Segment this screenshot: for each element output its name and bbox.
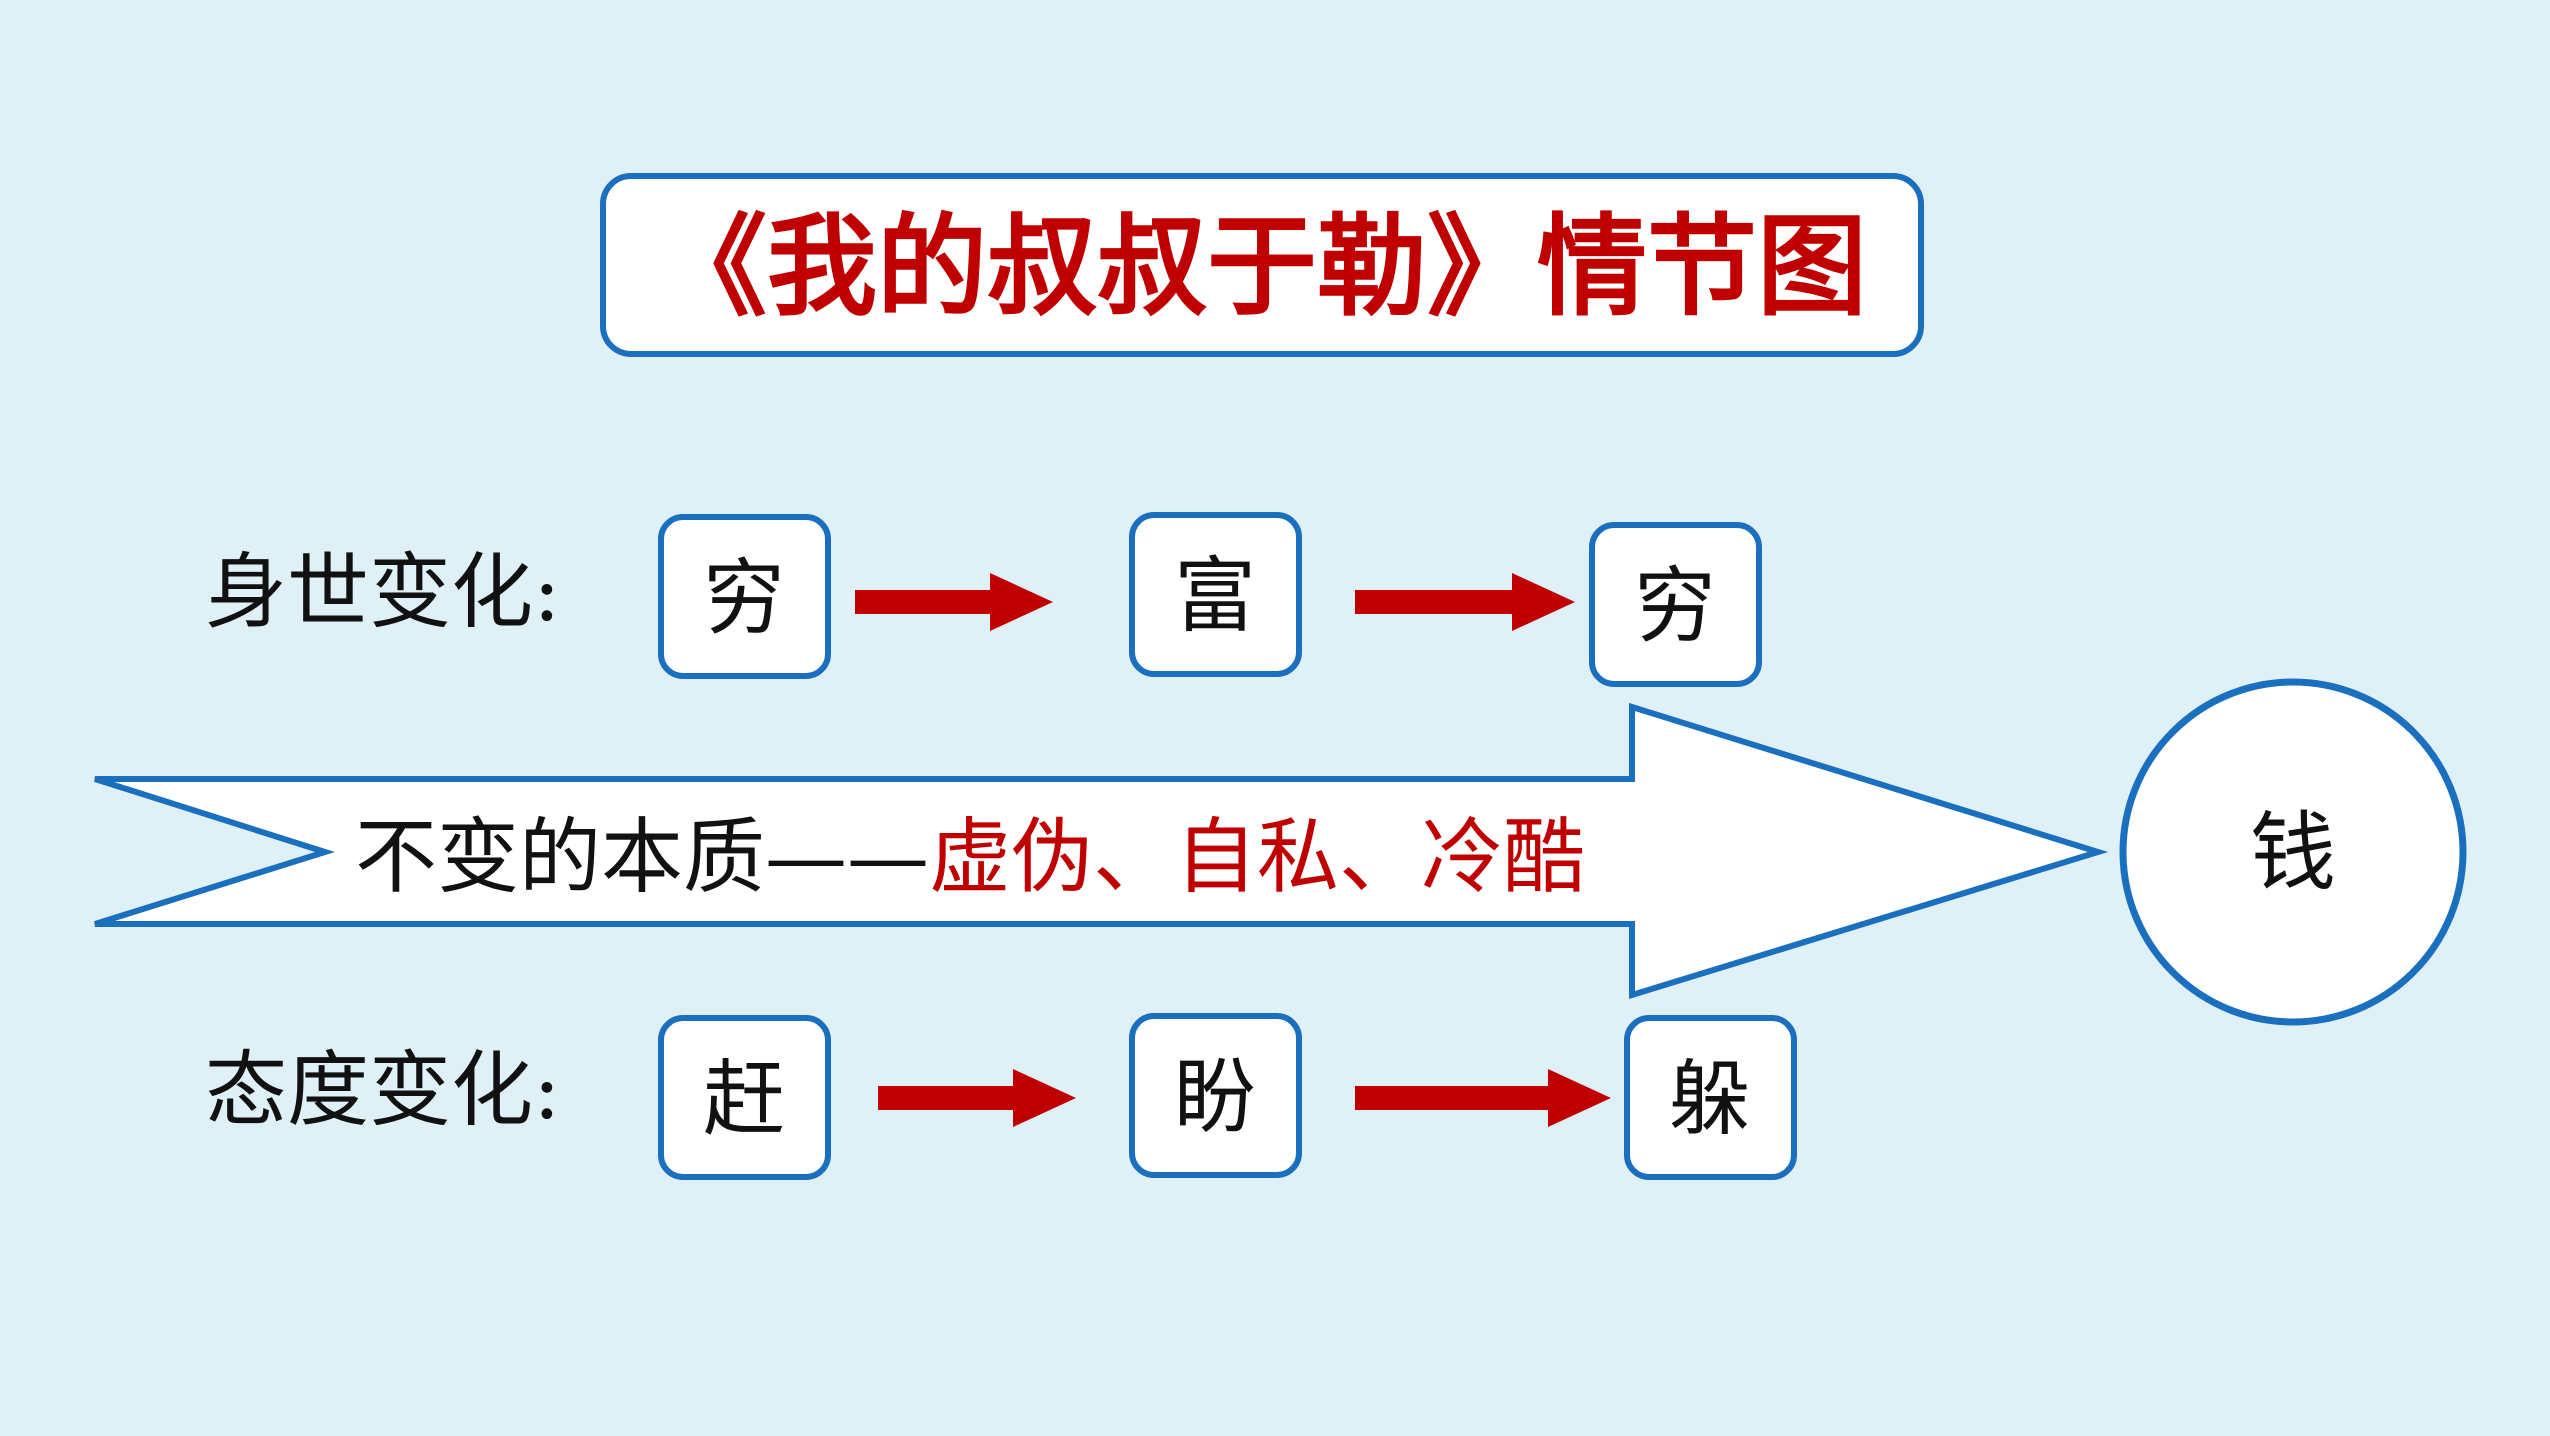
central-arrow-shape (94, 702, 2109, 1000)
step-box-attitude-1 (658, 1015, 831, 1180)
step-box-attitude-3 (1624, 1015, 1797, 1180)
red-arrow-identity-2 (1355, 573, 1575, 631)
row-label-identity: 身世变化: (205, 545, 561, 640)
red-arrow-attitude-2 (1355, 1069, 1611, 1127)
step-identity-2: 富 (1174, 549, 1256, 644)
step-box-identity-3 (1589, 522, 1762, 687)
red-arrow-attitude-1 (878, 1069, 1076, 1127)
red-arrow-identity-1 (855, 573, 1053, 631)
target-circle (2119, 678, 2467, 1026)
central-arrow-text: 不变的本质——虚伪、自私、冷酷 (355, 810, 1585, 905)
central-arrow-highlight: 虚伪、自私、冷酷 (929, 810, 1585, 905)
step-identity-1: 穷 (703, 551, 785, 646)
step-attitude-1: 赶 (703, 1052, 785, 1147)
central-arrow-prefix: 不变的本质—— (355, 810, 929, 905)
step-box-identity-2 (1129, 512, 1302, 677)
target-text: 钱 (2250, 803, 2336, 903)
step-identity-3: 穷 (1634, 559, 1716, 654)
step-attitude-2: 盼 (1174, 1050, 1256, 1145)
diagram-title: 《我的叔叔于勒》情节图 (657, 203, 1867, 331)
step-attitude-3: 躲 (1669, 1052, 1751, 1147)
title-box (600, 173, 1924, 357)
step-box-attitude-2 (1129, 1013, 1302, 1178)
row-label-attitude: 态度变化: (205, 1043, 561, 1138)
step-box-identity-1 (658, 514, 831, 679)
